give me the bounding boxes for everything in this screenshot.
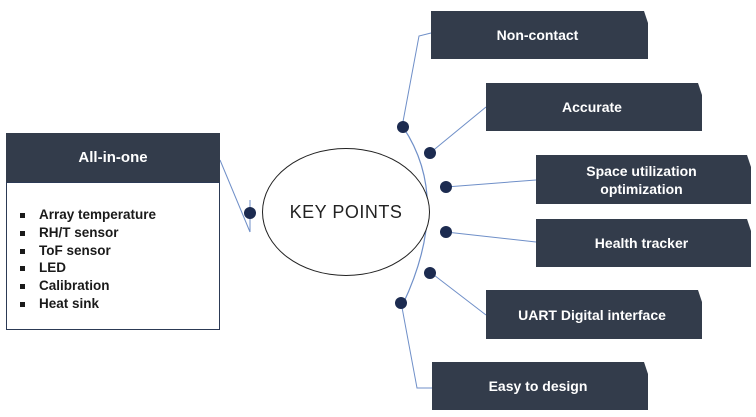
point-box-space-utilization: Space utilization optimization xyxy=(536,155,747,204)
list-item: ToF sensor xyxy=(19,242,156,260)
point-box-non-contact: Non-contact xyxy=(431,11,644,59)
connector-dot xyxy=(440,181,452,193)
point-box-accurate: Accurate xyxy=(486,83,698,131)
list-item: Array temperature xyxy=(19,206,156,224)
connector-dot xyxy=(395,297,407,309)
point-box-health-tracker: Health tracker xyxy=(536,219,747,267)
point-box-easy-to-design: Easy to design xyxy=(432,362,644,410)
connector-dot xyxy=(424,147,436,159)
connector-dot xyxy=(397,121,409,133)
list-item: LED xyxy=(19,259,156,277)
list-item: Calibration xyxy=(19,277,156,295)
panel-title: All-in-one xyxy=(6,133,220,182)
connector-dot xyxy=(424,267,436,279)
all-in-one-panel: All-in-one Array temperature RH/T sensor… xyxy=(6,133,220,330)
list-item: Heat sink xyxy=(19,295,156,313)
key-points-oval: KEY POINTS xyxy=(262,148,430,276)
point-box-uart: UART Digital interface xyxy=(486,290,698,339)
connector-dot xyxy=(440,226,452,238)
list-item: RH/T sensor xyxy=(19,224,156,242)
panel-list: Array temperature RH/T sensor ToF sensor… xyxy=(19,206,156,313)
panel-body: Array temperature RH/T sensor ToF sensor… xyxy=(6,182,220,330)
connector-dot xyxy=(244,207,256,219)
